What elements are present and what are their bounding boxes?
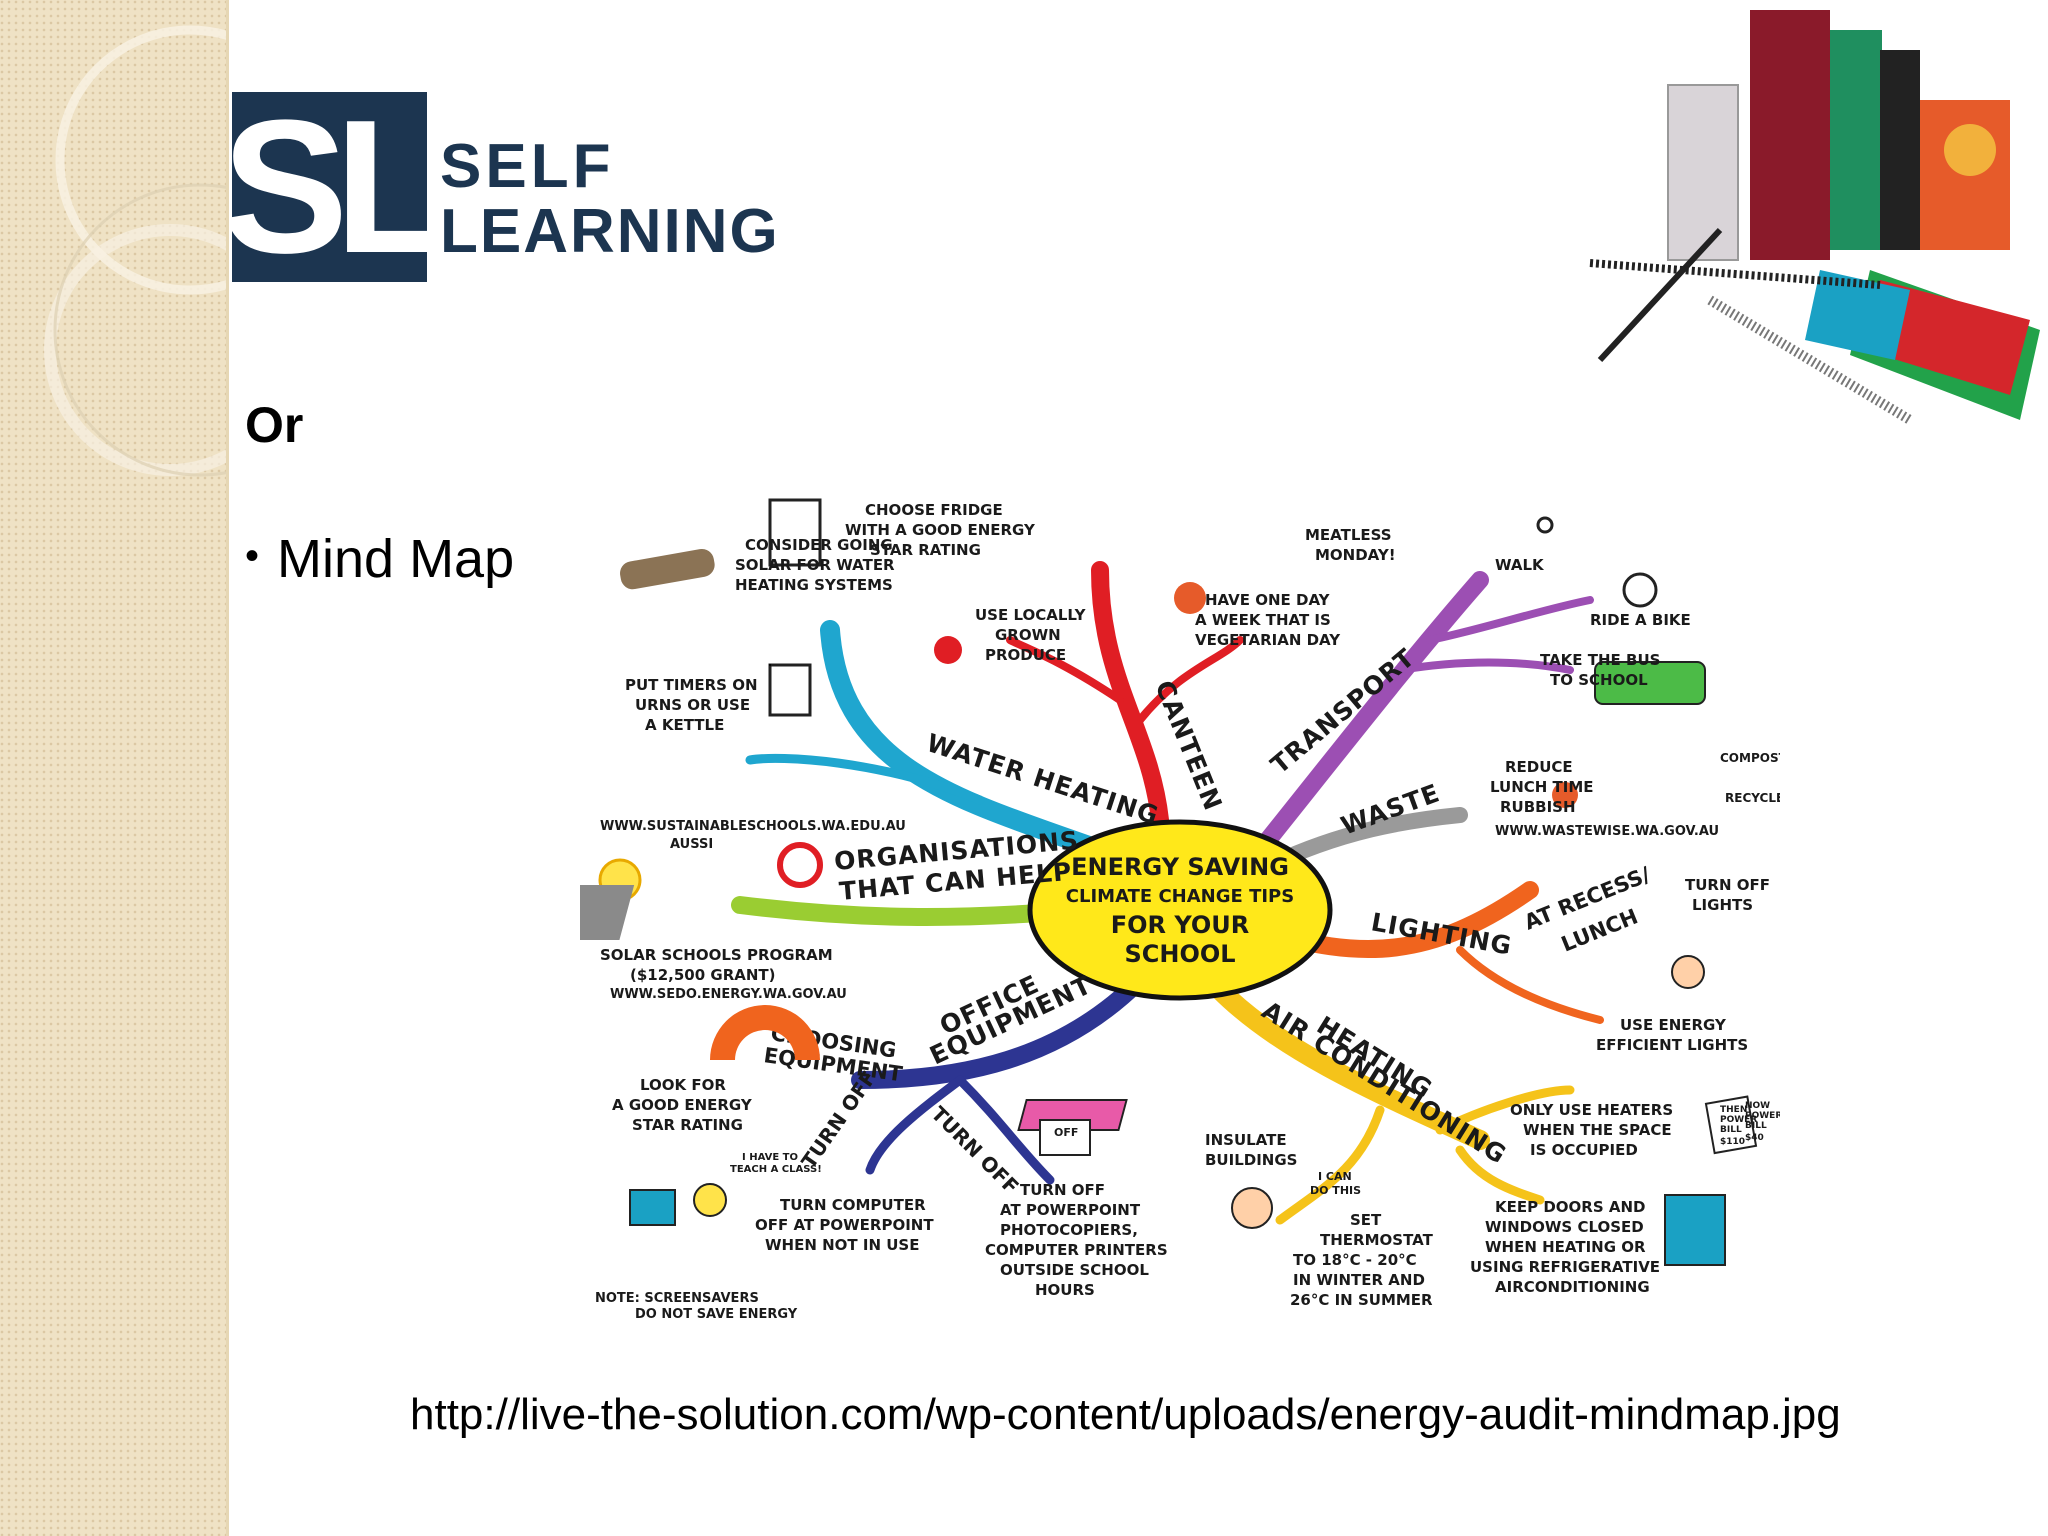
branch-office-equipment [851,971,1149,1089]
power-bill-icon [1704,1095,1758,1155]
person-lightbulb-icon [1671,955,1705,989]
branch-heating [1210,980,1490,1150]
branch-label-turn-off-powerpoint: TURN OFF [926,1102,1023,1199]
bullet-text: Mind Map [277,529,515,589]
tip-walk: WALK [1495,556,1545,574]
logo-monogram: SL [232,92,445,292]
center-line-1: ENERGY SAVING [1071,853,1289,881]
tip-illustrations: OFF [580,498,1758,1266]
center-line-3: FOR YOUR [1111,911,1250,939]
bullet-symbol: • [245,534,260,578]
power-socket-icon [1039,1119,1091,1156]
door-icon [1664,1194,1726,1266]
produce-icon [1174,582,1206,614]
teacher-icon [693,1183,727,1217]
target-icon [777,842,823,888]
tip-waste-site: WWW.WASTEWISE.WA.GOV.AU [1495,824,1719,839]
decorative-side-strip [0,0,229,1536]
tip-compost: COMPOST [1720,751,1780,765]
logo-line-learning: LEARNING [440,197,780,266]
rubbish-icon [1552,782,1578,808]
decorative-rings [44,25,226,477]
bus-icon [1594,661,1706,705]
bullet-mind-map: • Mind Map [245,528,514,590]
center-line-4: SCHOOL [1124,940,1235,968]
solar-mat-icon [620,548,715,590]
thermostat-person-icon [1231,1187,1273,1229]
branch-water-heating [820,620,1110,860]
energy-saving-mind-map: ENERGY SAVING CLIMATE CHANGE TIPS FOR YO… [580,498,1780,1322]
books-illustration [1589,10,2040,425]
center-line-2: CLIMATE CHANGE TIPS [1066,886,1294,907]
or-label: Or [245,397,304,453]
branch-label-water-heating: WATER HEATING [923,728,1162,830]
bike-icon [1622,572,1658,608]
apple-icon [934,636,962,664]
computer-icon [629,1189,676,1226]
tip-recycle: RECYCLE [1725,791,1780,805]
walker-icon [1536,516,1554,534]
logo-monogram-block [232,92,427,282]
self-learning-logo: SL SELF LEARNING [232,92,780,292]
logo-line-self: SELF [440,132,614,201]
urn-icon [768,663,812,717]
branch-transport [1251,571,1489,859]
mind-map-center [1027,819,1333,1001]
fridge-icon [768,498,822,567]
tip-bike: RIDE A BIKE [1590,611,1691,629]
star-rating-icon [710,1005,820,1060]
branch-canteen [1091,561,1169,829]
socket-off-label: OFF [1054,1126,1078,1139]
source-url: http://live-the-solution.com/wp-content/… [410,1390,1841,1439]
branch-label-turn-off-computer: TURN OFF [796,1066,881,1173]
branch-label-air-conditioning: AIR CONDITIONING [1257,995,1512,1169]
tip-solar-schools: SOLAR SCHOOLS PROGRAM($12,500 GRANT)WWW.… [600,946,847,1002]
solar-panel-icon [580,885,635,940]
